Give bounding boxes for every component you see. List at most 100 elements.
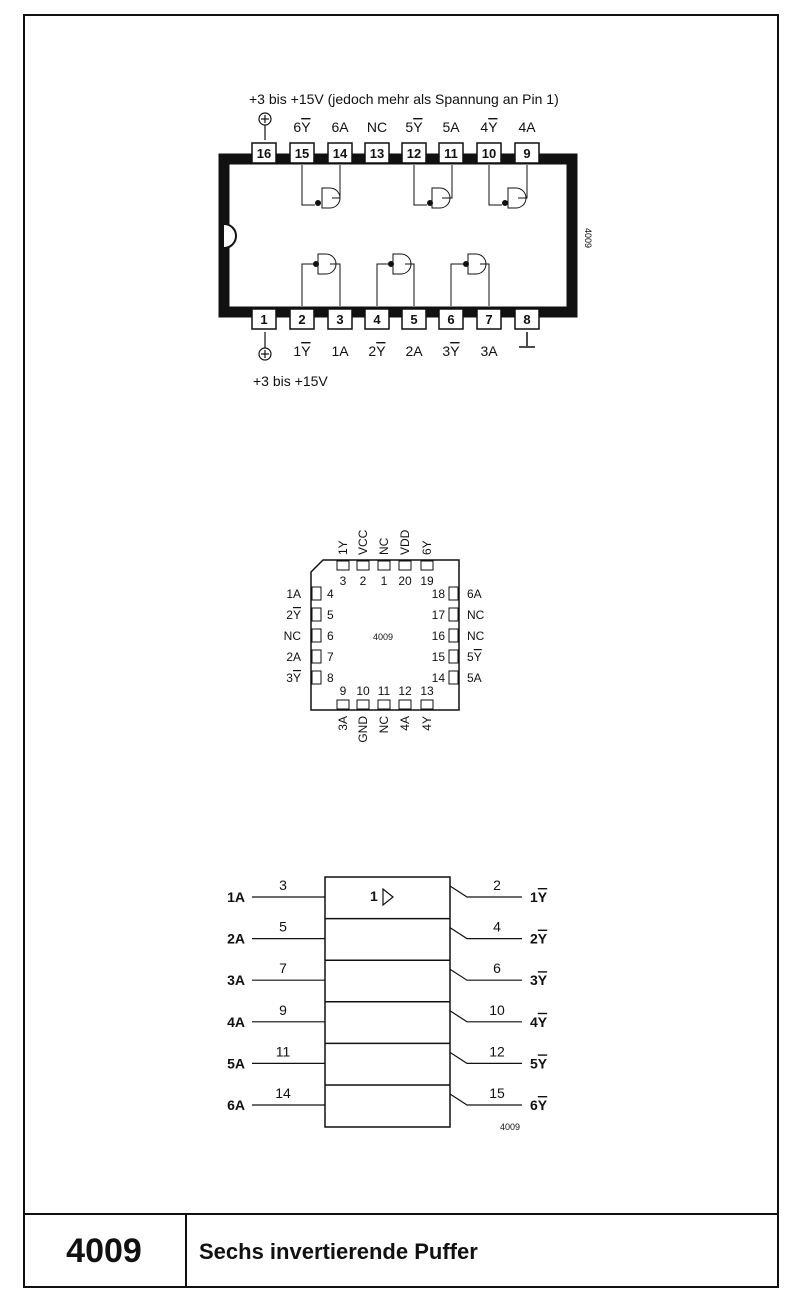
plcc-pin-number: 5 [327,608,334,622]
ground-icon [519,332,535,348]
dip-signal-label: 1A [331,343,349,359]
dip-chip-body [218,153,578,318]
plcc-chip-body [310,559,460,711]
dip-signal-label: 5Y [405,119,423,135]
plcc-pad [377,560,391,571]
dip-pin: 15 [289,142,315,164]
logic-code: 4009 [500,1122,520,1132]
logic-input-label: 1A [227,889,245,905]
dip-pin-number: 3 [336,312,343,327]
plcc-pin-number: 13 [420,684,434,698]
dip-signal-label: 5A [442,119,460,135]
dip-gates [301,165,528,306]
plcc-signal-label: VDD [398,529,412,555]
dip-pin: 2 [289,308,315,330]
plcc-chip-code: 4009 [373,632,393,642]
dip-pin-number: 9 [523,146,530,161]
dip-pin-number: 15 [295,146,309,161]
plcc-pad [448,649,459,664]
plcc-signal-label: 2Y [286,608,301,622]
plcc-pin-number: 4 [327,587,334,601]
dip-pin-number: 1 [260,312,267,327]
plcc-signal-label: 1A [286,587,301,601]
footer-title: Sechs invertierende Puffer [199,1238,478,1264]
plcc-pad [311,586,322,601]
plcc-pad [377,699,391,710]
dip-pin-number: 11 [444,146,458,161]
logic-input-pin: 14 [275,1085,291,1101]
dip-pin: 9 [514,142,540,164]
plcc-pad [420,699,434,710]
logic-input-pin: 9 [279,1002,287,1018]
dip-pin: 13 [364,142,390,164]
plcc-signal-label: 5A [467,671,482,685]
logic-output-label: 5Y [530,1055,548,1071]
dip-pin: 11 [438,142,464,164]
logic-output-pin: 10 [489,1002,505,1018]
plcc-pin-number: 16 [432,629,446,643]
plcc-pad [336,560,350,571]
plcc-signal-label: 5Y [467,650,482,664]
plcc-signal-label: 3Y [286,671,301,685]
dip-chip-code: 4009 [583,228,593,248]
dip-pin-number: 8 [523,312,530,327]
logic-output-label: 4Y [530,1014,548,1030]
plcc-pad [311,607,322,622]
plcc-pad [336,699,350,710]
plcc-pin-number: 6 [327,629,334,643]
dip-notch [223,223,237,249]
plcc-signal-label: 6A [467,587,482,601]
logic-input-label: 3A [227,972,245,988]
dip-pin: 3 [327,308,353,330]
plcc-pad [311,649,322,664]
logic-output-label: 1Y [530,889,548,905]
logic-input-pin: 5 [279,919,287,935]
plcc-pin-number: 1 [381,574,388,588]
plcc-pin-number: 20 [398,574,412,588]
plcc-pad [398,560,412,571]
dip-pin-number: 6 [447,312,454,327]
plcc-pin-number: 19 [420,574,434,588]
dip-pin-number: 10 [482,146,496,161]
dip-pin-number: 2 [298,312,305,327]
logic-function-symbol: 1 [370,888,378,904]
plcc-pin-number: 3 [340,574,347,588]
plcc-signal-label: 1Y [336,540,350,555]
dip-signal-label: NC [367,119,387,135]
dip-signal-label: 3Y [442,343,460,359]
dip-pin-number: 5 [410,312,417,327]
plus-icon [258,332,272,361]
logic-output-label: 2Y [530,931,548,947]
dip-pin: 6 [438,308,464,330]
dip-signal-label: 4A [518,119,536,135]
logic-output-pin: 6 [493,960,501,976]
logic-output-label: 6Y [530,1097,548,1113]
plcc-signal-label: GND [356,716,370,743]
dip-pin: 7 [476,308,502,330]
dip-pin-number: 12 [407,146,421,161]
plcc-pin-number: 7 [327,650,334,664]
plcc-signal-label: 4A [398,716,412,731]
dip-pin-number: 7 [485,312,492,327]
plcc-pin-number: 9 [340,684,347,698]
plcc-pad [420,560,434,571]
page-frame [23,14,779,1288]
plcc-pad [448,607,459,622]
plcc-pad [311,628,322,643]
dip-pinout: +3 bis +15V (jedoch mehr als Spannung an… [218,91,593,389]
dip-signal-label: 3A [480,343,498,359]
dip-signal-label: 2A [405,343,423,359]
logic-input-pin: 3 [279,877,287,893]
plcc-pin-number: 8 [327,671,334,685]
plcc-signal-label: NC [377,716,391,734]
plcc-signal-label: 4Y [420,716,434,731]
footer-number: 4009 [23,1215,187,1288]
plcc-pad [356,699,370,710]
plcc-signal-label: 2A [286,650,301,664]
plcc-pin-number: 12 [398,684,412,698]
plcc-signal-label: NC [377,537,391,555]
plcc-signal-label: VCC [356,529,370,555]
